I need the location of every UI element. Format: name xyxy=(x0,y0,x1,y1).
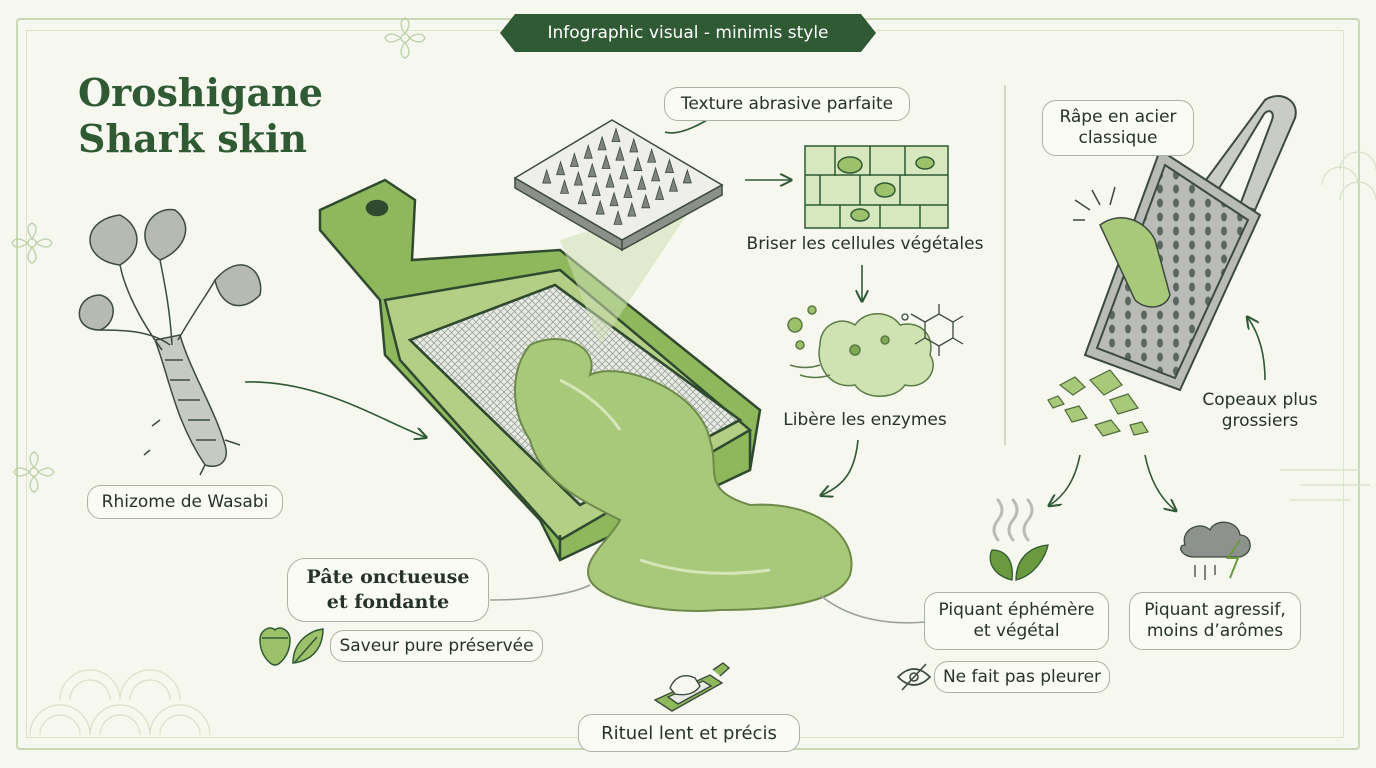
texture-spike xyxy=(664,158,675,174)
leaf-small-icon xyxy=(292,628,324,664)
smoke-icon xyxy=(1180,521,1251,580)
texture-spike xyxy=(655,185,665,200)
texture-spike xyxy=(609,191,619,207)
label-steel-line-1: Râpe en acier xyxy=(1059,107,1177,127)
texture-spike xyxy=(641,193,651,209)
hazelnut-icon xyxy=(259,627,291,666)
texture-spike xyxy=(559,179,570,194)
texture-spike xyxy=(611,127,621,143)
label-steel-grater: Râpe en acier classique xyxy=(1042,100,1194,156)
label-flavor: Saveur pure préservée xyxy=(330,630,543,662)
plant-cells-illustration xyxy=(804,145,949,229)
texture-spike xyxy=(633,156,643,171)
wasabi-root-on-grater xyxy=(1073,186,1171,308)
title-line-1: Oroshigane xyxy=(78,70,323,115)
arrow-to-aggressive xyxy=(1144,454,1175,510)
texture-spike xyxy=(591,181,601,196)
texture-spike xyxy=(569,152,579,167)
label-paste-line-2: et fondante xyxy=(326,591,450,613)
texture-spike xyxy=(601,154,611,169)
label-rhizome: Rhizome de Wasabi xyxy=(87,485,283,519)
texture-spike xyxy=(577,189,587,205)
label-no-tears: Ne fait pas pleurer xyxy=(934,661,1110,693)
label-ephemeral-line-2: et végétal xyxy=(973,621,1060,641)
texture-spike xyxy=(619,164,629,180)
label-cells: Briser les cellules végétales xyxy=(746,234,984,254)
steam-icon xyxy=(992,498,1034,542)
texture-spike xyxy=(623,183,633,198)
texture-spike xyxy=(627,201,637,217)
texture-spike xyxy=(573,170,583,186)
sakura-icon xyxy=(11,17,426,493)
texture-spike xyxy=(651,166,661,182)
arrow-coarse xyxy=(1248,318,1266,381)
texture-spike xyxy=(647,147,657,163)
texture-spike xyxy=(615,145,625,161)
leaf-icon xyxy=(989,544,1049,581)
texture-spike xyxy=(595,199,605,215)
texture-spike xyxy=(583,143,593,159)
texture-spike xyxy=(613,210,623,225)
label-enzymes: Libère les enzymes xyxy=(783,410,947,430)
callout-ephemeral xyxy=(819,594,926,624)
label-paste-line-1: Pâte onctueuse xyxy=(306,566,470,588)
texture-spike xyxy=(556,160,566,176)
texture-spike xyxy=(629,137,639,153)
eye-slash-icon xyxy=(896,663,932,691)
label-aggressive-line-2: moins d’arômes xyxy=(1146,621,1284,641)
label-paste: Pâte onctueuse et fondante xyxy=(287,558,489,622)
texture-spike xyxy=(597,135,607,151)
texture-spike xyxy=(605,172,615,188)
label-coarse-line-2: grossiers xyxy=(1221,411,1299,431)
wasabi-rhizome-illustration xyxy=(78,208,262,476)
label-coarse: Copeaux plus grossiers xyxy=(1190,390,1330,432)
texture-spike xyxy=(542,168,552,184)
callout-paste xyxy=(489,584,591,601)
arrow-to-ephemeral xyxy=(1050,454,1081,505)
label-aggressive: Piquant agressif, moins d’arômes xyxy=(1129,592,1301,650)
title-line-2: Shark skin xyxy=(78,116,308,161)
label-steel-line-2: classique xyxy=(1078,128,1158,148)
texture-spike xyxy=(637,174,647,190)
label-ritual: Rituel lent et précis xyxy=(578,714,800,752)
header-banner: Infographic visual - minimis style xyxy=(500,14,876,52)
texture-spikes xyxy=(542,127,692,225)
arrow-rhizome-to-board xyxy=(244,381,425,437)
hand-grating-icon xyxy=(653,662,731,712)
label-ephemeral: Piquant éphémère et végétal xyxy=(924,592,1109,650)
page-title: Oroshigane Shark skin xyxy=(78,70,323,162)
steel-grater-illustration xyxy=(1083,95,1297,392)
enzyme-release-illustration xyxy=(787,305,934,397)
label-ephemeral-line-1: Piquant éphémère xyxy=(938,600,1095,620)
label-texture: Texture abrasive parfaite xyxy=(664,87,910,121)
molecule-icon xyxy=(901,304,964,356)
callout-texture xyxy=(664,119,708,134)
texture-spike xyxy=(668,176,678,192)
label-coarse-line-1: Copeaux plus xyxy=(1202,390,1318,410)
coarse-shavings xyxy=(1047,369,1149,437)
abrasive-texture-tile xyxy=(513,119,724,252)
wave-pattern-right xyxy=(1280,151,1376,501)
wave-pattern-left xyxy=(29,669,211,736)
texture-spike xyxy=(682,168,692,184)
texture-spike xyxy=(587,162,597,178)
label-aggressive-line-1: Piquant agressif, xyxy=(1144,600,1286,620)
arrow-enzymes-to-paste xyxy=(822,439,859,495)
